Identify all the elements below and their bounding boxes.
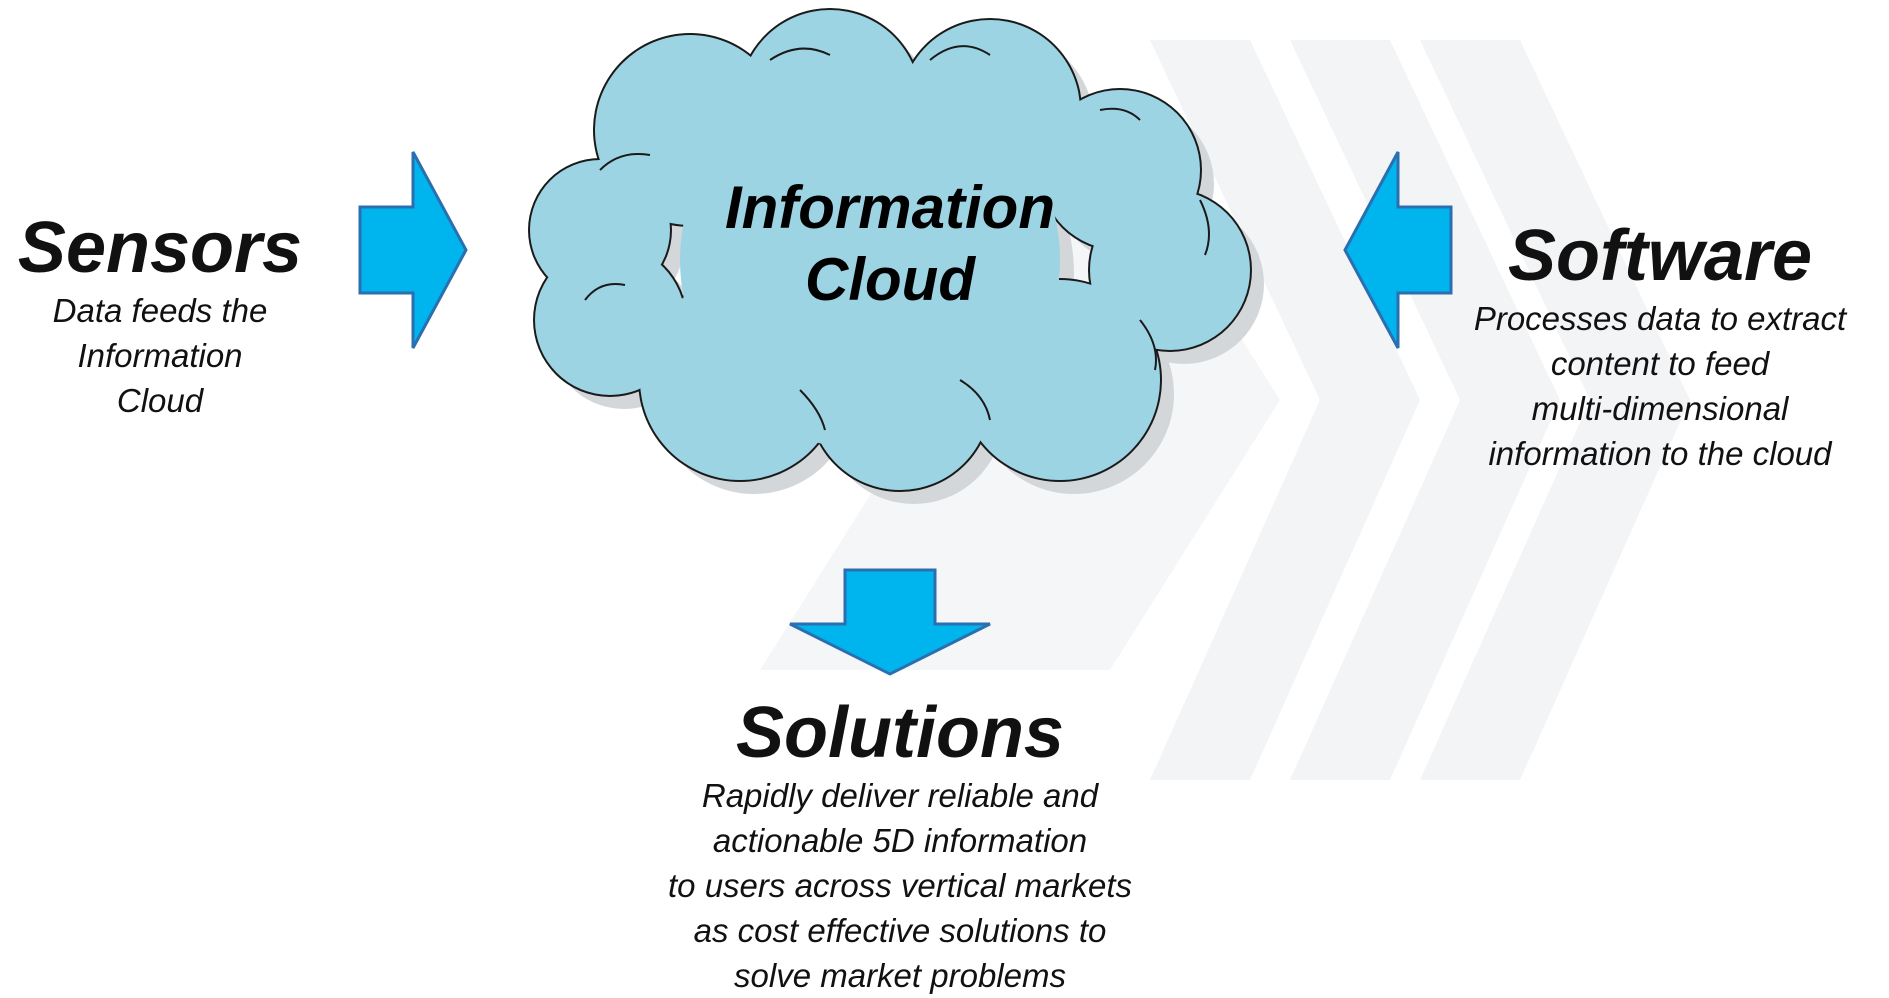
software-description: Processes data to extract content to fee… — [1440, 296, 1880, 476]
sensors-title: Sensors — [17, 208, 303, 288]
sensors-line: Data feeds the — [52, 292, 268, 329]
cloud-title: Information Cloud — [640, 172, 1140, 316]
sensors-description: Data feeds the Information Cloud — [0, 288, 320, 423]
sensors-block: Sensors Data feeds the Information Cloud — [0, 208, 320, 423]
solutions-description: Rapidly deliver reliable and actionable … — [610, 773, 1190, 998]
cloud-title-line: Cloud — [805, 246, 975, 313]
solutions-line: to users across vertical markets — [668, 867, 1132, 904]
solutions-block: Solutions Rapidly deliver reliable and a… — [610, 693, 1190, 998]
cloud-shape — [530, 10, 1250, 490]
software-block: Software Processes data to extract conte… — [1440, 216, 1880, 476]
solutions-line: as cost effective solutions to — [693, 912, 1107, 949]
cloud-title-line: Information — [725, 174, 1055, 241]
cloud-inner-lines — [584, 45, 1210, 431]
software-line: content to feed — [1550, 345, 1770, 382]
software-title: Software — [1507, 216, 1813, 296]
sensors-line: Information — [77, 337, 243, 374]
solutions-line: actionable 5D information — [712, 822, 1088, 859]
sensors-arrow-icon — [358, 151, 468, 349]
software-line: multi-dimensional — [1531, 390, 1789, 427]
solutions-line: Rapidly deliver reliable and — [701, 777, 1099, 814]
solutions-title: Solutions — [736, 693, 1064, 773]
software-line: Processes data to extract — [1473, 300, 1847, 337]
software-line: information to the cloud — [1488, 435, 1832, 472]
solutions-line: solve market problems — [734, 957, 1066, 994]
sensors-line: Cloud — [116, 382, 204, 419]
solutions-arrow-icon — [789, 568, 991, 676]
software-arrow-icon — [1343, 151, 1453, 349]
